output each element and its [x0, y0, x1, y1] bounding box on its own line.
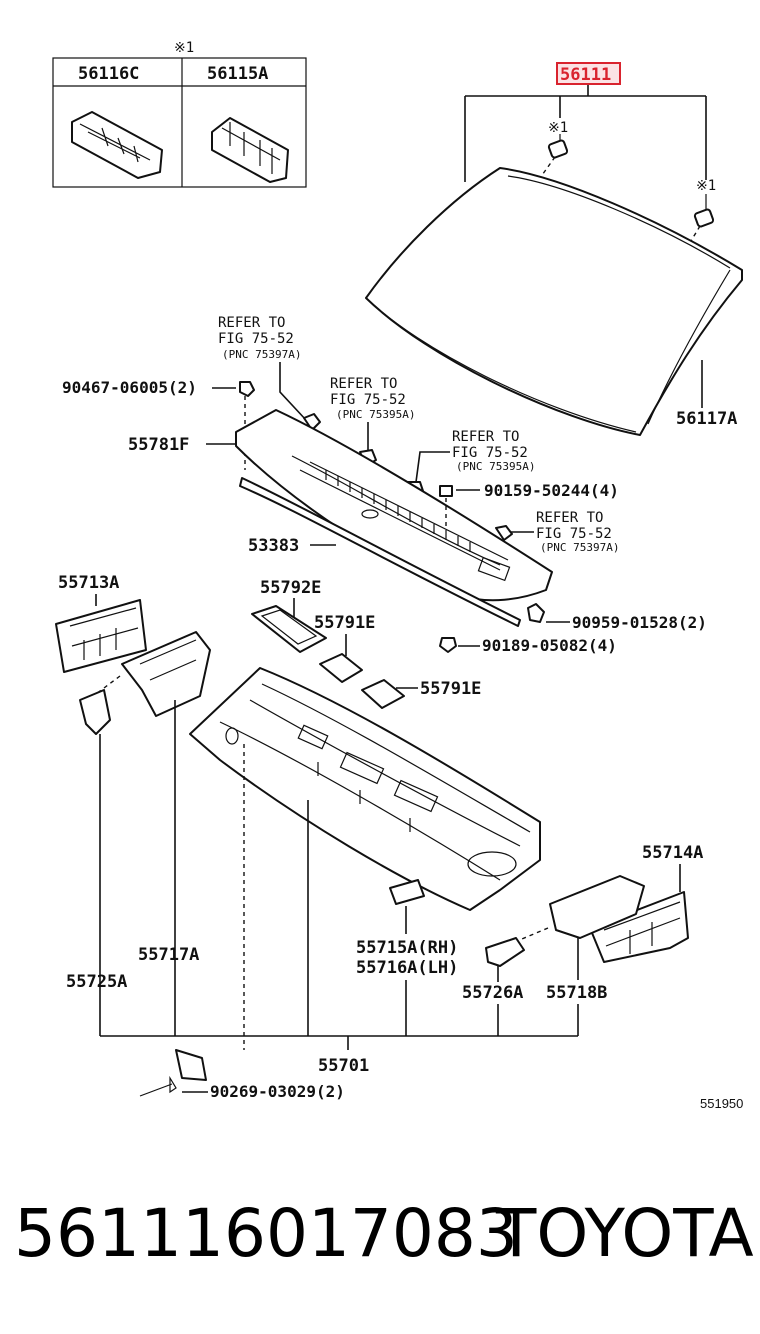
cowl-louver	[235, 409, 553, 602]
part-90269-label: 90269-03029(2)	[210, 1082, 345, 1101]
part-90959-label: 90959-01528(2)	[572, 613, 707, 632]
svg-text:REFER TO: REFER TO	[218, 315, 285, 331]
footer-part-number: 561116017083	[14, 1195, 518, 1272]
part-56117A-label: 56117A	[676, 409, 737, 429]
part-55791E-label-b: 55791E	[420, 679, 481, 699]
highlight-frame	[556, 62, 621, 85]
part-55725A-label: 55725A	[66, 972, 127, 992]
svg-text:FIG 75-52: FIG 75-52	[330, 392, 406, 408]
bracket-55726A	[485, 937, 525, 967]
part-53383-label: 53383	[248, 536, 299, 556]
part-55713A-label: 55713A	[58, 573, 119, 593]
inset-col-a-label: 56116C	[78, 64, 139, 84]
inset-frame	[52, 57, 307, 188]
screw-90159	[439, 485, 453, 497]
part-55701-label: 55701	[318, 1056, 369, 1076]
svg-text:REFER TO: REFER TO	[330, 376, 397, 392]
clip-4	[495, 525, 513, 541]
svg-text:FIG 75-52: FIG 75-52	[218, 331, 294, 347]
part-55714A-label: 55714A	[642, 843, 703, 863]
svg-text:(PNC 75397A): (PNC 75397A)	[222, 348, 301, 361]
fastener-90467	[239, 381, 255, 397]
seal-55791E-a	[319, 653, 363, 683]
part-55791E-label-a: 55791E	[314, 613, 375, 633]
svg-text:(PNC 75395A): (PNC 75395A)	[336, 408, 415, 421]
bracket-55715A	[389, 879, 425, 905]
panel-55713A	[55, 599, 147, 673]
clip-90959	[527, 603, 545, 623]
seal-55792E	[251, 605, 327, 653]
part-55781F-label: 55781F	[128, 435, 189, 455]
bracket-55717A	[121, 631, 211, 717]
part-56115A-sketch	[211, 117, 289, 183]
svg-text:REFER TO: REFER TO	[452, 429, 519, 445]
part-90189-label: 90189-05082(4)	[482, 636, 617, 655]
part-55726A-label: 55726A	[462, 983, 523, 1003]
svg-text:FIG 75-52: FIG 75-52	[452, 445, 528, 461]
plate-90269	[175, 1049, 207, 1081]
windshield-glass	[365, 139, 743, 436]
part-55716A-label: 55716A(LH)	[356, 958, 458, 978]
part-55717A-label: 55717A	[138, 945, 199, 965]
panel-55714A	[589, 891, 689, 963]
ref-note-1: REFER TO FIG 75-52 (PNC 75397A)	[218, 315, 307, 421]
part-55792E-label: 55792E	[260, 578, 321, 598]
part-90159-label: 90159-50244(4)	[484, 481, 619, 500]
part-55715A-label: 55715A(RH)	[356, 938, 458, 958]
inset-box: ※1 56116C 56115A	[52, 40, 307, 188]
note-mark-2: ※1	[696, 178, 716, 194]
ref-note-4: REFER TO FIG 75-52 (PNC 75397A)	[510, 510, 619, 554]
svg-text:(PNC 75397A): (PNC 75397A)	[540, 541, 619, 554]
note-mark-1: ※1	[548, 120, 568, 136]
seal-55791E-b	[361, 679, 405, 709]
ref-note-3: REFER TO FIG 75-52 (PNC 75395A)	[415, 429, 535, 483]
cowl-panel-55701	[189, 667, 541, 911]
figure-number: 551950	[700, 1096, 743, 1111]
svg-text:REFER TO: REFER TO	[536, 510, 603, 526]
clip-90189	[439, 637, 457, 653]
footer-brand: TOYOTA	[495, 1195, 754, 1272]
svg-text:FIG 75-52: FIG 75-52	[536, 526, 612, 542]
ref-note-2: REFER TO FIG 75-52 (PNC 75395A)	[330, 376, 415, 455]
seal-53383	[239, 477, 521, 627]
inset-note: ※1	[174, 40, 194, 56]
part-56116C-sketch	[71, 111, 163, 179]
highlighted-part-56111[interactable]: 56111	[556, 62, 621, 85]
part-56111-label: 56111	[560, 65, 611, 85]
bracket-55725A	[79, 689, 111, 735]
bracket-55718B	[549, 875, 645, 939]
part-90467-label: 90467-06005(2)	[62, 378, 197, 397]
part-55718B-label: 55718B	[546, 983, 607, 1003]
svg-text:(PNC 75395A): (PNC 75395A)	[456, 460, 535, 473]
inset-col-b-label: 56115A	[207, 64, 268, 84]
